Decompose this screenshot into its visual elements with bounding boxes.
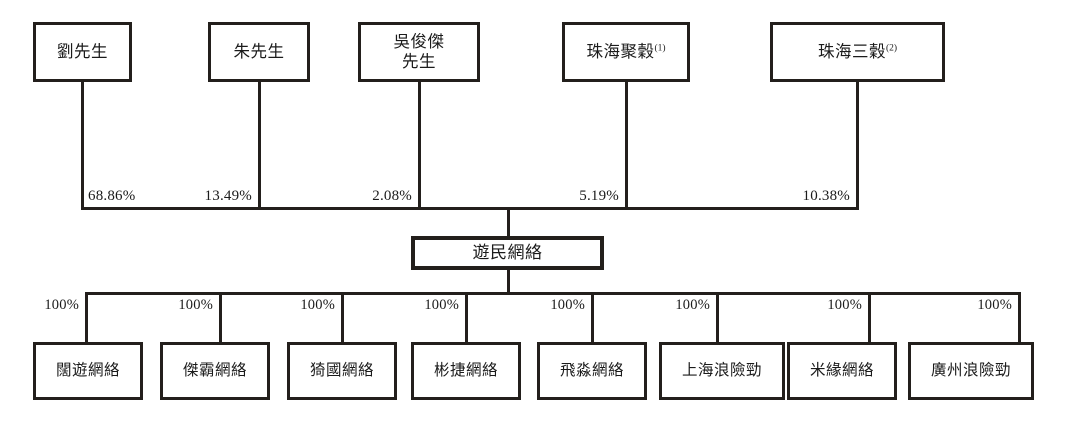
ownership-pct-3: 2.08% [372,188,412,204]
subsidiary-box-3[interactable]: 猗國網絡 [287,342,397,400]
subsidiary-label-6: 上海浪險勁 [681,361,762,379]
connector-subsidiary-6 [716,292,719,342]
shareholder-label-1: 劉先生 [57,41,108,61]
shareholder-box-1[interactable]: 劉先生 [33,22,132,82]
shareholder-label-3: 吳俊傑 先生 [393,31,445,71]
subsidiary-pct-8: 100% [977,297,1012,313]
connector-shareholder-5 [856,82,859,210]
ownership-pct-1: 68.86% [88,188,136,204]
connector-holding-to-lower-bus [507,270,510,294]
connector-shareholder-4 [625,82,628,210]
subsidiary-pct-7: 100% [827,297,862,313]
lower-bus-line [85,292,1021,295]
footnote-marker-1: (1) [654,43,666,54]
connector-subsidiary-7 [868,292,871,342]
ownership-pct-4: 5.19% [579,188,619,204]
footnote-marker-2: (2) [885,43,898,54]
subsidiary-label-4: 彬捷網絡 [433,361,498,379]
shareholder-box-2[interactable]: 朱先生 [208,22,310,82]
upper-bus-line [81,207,859,210]
connector-shareholder-1 [81,82,84,210]
subsidiary-label-8: 廣州浪險勁 [930,361,1011,379]
connector-subsidiary-2 [219,292,222,342]
subsidiary-pct-4: 100% [424,297,459,313]
subsidiary-box-1[interactable]: 闊遊網絡 [33,342,143,400]
connector-shareholder-3 [418,82,421,210]
subsidiary-pct-5: 100% [550,297,585,313]
holding-company-box[interactable]: 遊民網絡 [411,236,604,270]
subsidiary-box-6[interactable]: 上海浪險勁 [659,342,785,400]
shareholder-box-3[interactable]: 吳俊傑 先生 [358,22,480,82]
connector-bus-to-holding [507,207,510,237]
holding-company-label: 遊民網絡 [472,242,543,262]
connector-subsidiary-3 [341,292,344,342]
shareholder-label-2: 朱先生 [233,41,285,61]
connector-subsidiary-1 [85,292,88,342]
ownership-pct-2: 13.49% [204,188,252,204]
subsidiary-pct-1: 100% [44,297,79,313]
subsidiary-pct-6: 100% [675,297,710,313]
connector-subsidiary-5 [591,292,594,342]
subsidiary-label-2: 傑霸網絡 [182,361,247,379]
subsidiary-label-7: 米緣網絡 [809,361,874,379]
subsidiary-pct-3: 100% [300,297,335,313]
subsidiary-label-1: 闊遊網絡 [55,361,120,379]
subsidiary-box-4[interactable]: 彬捷網絡 [411,342,521,400]
connector-shareholder-2 [258,82,261,210]
connector-subsidiary-8 [1018,292,1021,342]
subsidiary-box-2[interactable]: 傑霸網絡 [160,342,270,400]
shareholder-box-5[interactable]: 珠海三穀(2) [770,22,945,82]
subsidiary-box-5[interactable]: 飛淼網絡 [537,342,647,400]
subsidiary-label-3: 猗國網絡 [309,361,374,379]
subsidiary-pct-2: 100% [178,297,213,313]
shareholder-label-4: 珠海聚穀(1) [586,41,666,61]
shareholder-box-4[interactable]: 珠海聚穀(1) [562,22,690,82]
subsidiary-box-7[interactable]: 米緣網絡 [787,342,897,400]
subsidiary-label-5: 飛淼網絡 [559,361,624,379]
subsidiary-box-8[interactable]: 廣州浪險勁 [908,342,1034,400]
shareholder-label-5: 珠海三穀(2) [817,41,898,61]
ownership-pct-5: 10.38% [802,188,850,204]
connector-subsidiary-4 [465,292,468,342]
